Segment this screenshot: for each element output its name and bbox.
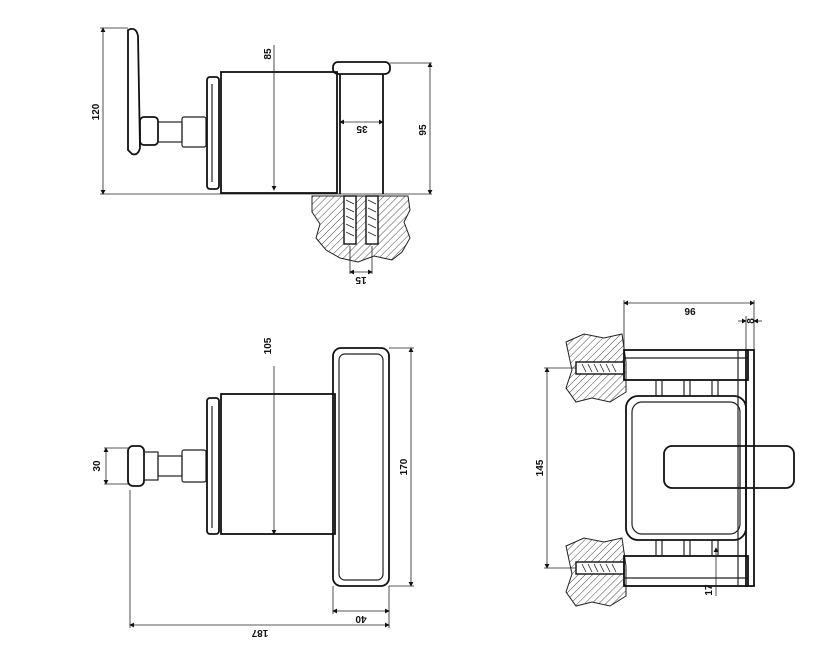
front-plate xyxy=(332,61,391,194)
anchor-bottom xyxy=(575,561,625,575)
front-view: 105 170 30 40 187 xyxy=(92,337,414,638)
anchor-top xyxy=(575,361,625,375)
rear-flange xyxy=(206,76,220,190)
body-housing xyxy=(220,71,338,194)
anchor-right xyxy=(365,195,379,245)
handle-lever xyxy=(127,27,207,156)
dim-120-label: 120 xyxy=(91,103,102,120)
dim-40-label: 40 xyxy=(355,613,367,624)
frame-top-bar xyxy=(623,349,749,381)
body-housing-front xyxy=(220,393,336,535)
frame-bottom-bar xyxy=(623,555,749,587)
dim-15-label: 15 xyxy=(355,274,367,285)
dim-105-label: 105 xyxy=(263,337,274,354)
dim-145-label: 145 xyxy=(535,459,546,476)
front-plate-top xyxy=(745,349,755,587)
dim-96-label: 96 xyxy=(684,305,696,316)
dim-30-label: 30 xyxy=(92,460,103,472)
body-top xyxy=(625,395,747,541)
top-view: 96 8 145 17 xyxy=(535,300,795,607)
knob xyxy=(127,445,207,487)
dim-35-label: 35 xyxy=(356,123,368,134)
dim-85-label: 85 xyxy=(263,48,274,60)
wall-section xyxy=(311,195,411,263)
ribs xyxy=(655,380,719,556)
dim-17-label: 17 xyxy=(704,584,715,596)
handle-top xyxy=(663,445,795,489)
dim-8-label: 8 xyxy=(746,318,757,324)
dim-187-label: 187 xyxy=(251,627,268,638)
anchor-left xyxy=(343,195,357,245)
cover-plate xyxy=(332,347,390,587)
dim-95-label: 95 xyxy=(418,124,429,136)
rear-flange-front xyxy=(206,397,220,535)
dim-170-label: 170 xyxy=(399,458,410,475)
side-view: 120 85 35 95 15 xyxy=(91,27,433,285)
